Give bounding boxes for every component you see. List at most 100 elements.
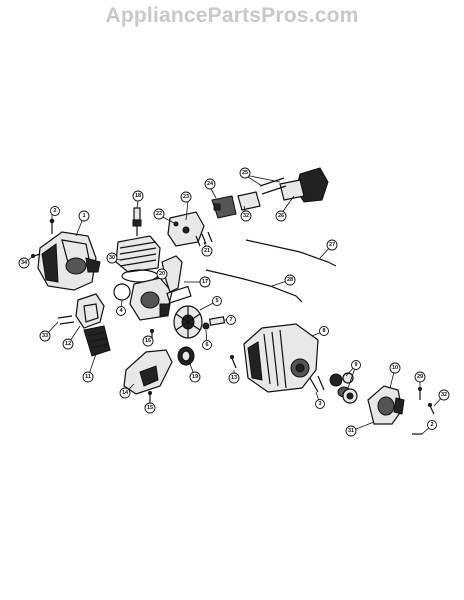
- svg-text:17: 17: [202, 279, 208, 285]
- o-ring: [113, 283, 131, 301]
- svg-text:27: 27: [329, 242, 335, 248]
- svg-text:32: 32: [243, 213, 249, 219]
- site-watermark: AppliancePartsPros.com: [105, 4, 359, 27]
- screw-15: [148, 391, 152, 402]
- callout-1: 1: [78, 210, 90, 222]
- svg-text:5: 5: [215, 298, 218, 304]
- screw-2: [49, 218, 55, 234]
- svg-text:8: 8: [322, 328, 325, 334]
- callout-23: 23: [180, 191, 192, 203]
- crankshaft-rod: [161, 255, 192, 304]
- callout-34: 34: [18, 257, 30, 269]
- svg-text:2: 2: [53, 208, 56, 214]
- callout-31: 31: [345, 425, 357, 437]
- screws-3: [309, 375, 325, 393]
- svg-text:12: 12: [65, 341, 71, 347]
- screw-13: [230, 355, 237, 369]
- air-filter: [83, 325, 111, 357]
- callout-25: 25: [239, 167, 251, 179]
- callout-2-right: 2: [427, 420, 437, 430]
- callout-29: 29: [414, 371, 426, 383]
- throttle-cable: [245, 239, 337, 267]
- svg-text:19: 19: [192, 374, 198, 380]
- svg-text:29: 29: [417, 374, 423, 380]
- screw-22: [173, 221, 179, 227]
- spark-plug: [132, 207, 142, 236]
- svg-text:1: 1: [82, 213, 85, 219]
- callout-24: 24: [204, 178, 216, 190]
- svg-text:26: 26: [278, 213, 284, 219]
- callout-21: 21: [201, 245, 213, 257]
- callout-15: 15: [144, 402, 156, 414]
- callout-6: 6: [202, 340, 212, 350]
- callout-27: 27: [326, 239, 338, 251]
- svg-text:14: 14: [122, 390, 129, 396]
- svg-text:23: 23: [183, 194, 189, 200]
- callout-5: 5: [212, 296, 222, 306]
- filter-bracket: [75, 293, 105, 329]
- callout-8: 8: [319, 326, 329, 336]
- svg-text:10: 10: [392, 365, 398, 371]
- svg-text:11: 11: [85, 374, 91, 380]
- screws-21: [195, 231, 213, 247]
- callout-3: 3: [315, 399, 325, 409]
- cylinder: [115, 235, 161, 273]
- svg-text:32: 32: [441, 392, 447, 398]
- callout-32-right: 32: [438, 389, 450, 401]
- screw-34: [30, 253, 41, 259]
- callout-12: 12: [62, 338, 74, 350]
- svg-text:30: 30: [109, 255, 115, 261]
- svg-text:21: 21: [204, 248, 210, 254]
- svg-text:18: 18: [135, 193, 141, 199]
- callout-20: 20: [156, 268, 168, 280]
- svg-text:3: 3: [318, 401, 321, 407]
- svg-text:20: 20: [159, 271, 165, 277]
- callout-13: 13: [228, 372, 240, 384]
- callout-17: 17: [199, 276, 211, 288]
- intake-spacer: [237, 191, 261, 211]
- svg-text:25: 25: [242, 170, 248, 176]
- flywheel: [173, 305, 203, 339]
- crankcase: [129, 277, 173, 321]
- clutch: [177, 346, 195, 366]
- svg-text:33: 33: [42, 333, 48, 339]
- callout-22: 22: [153, 208, 165, 220]
- callout-19: 19: [189, 371, 201, 383]
- callout-7: 7: [226, 315, 236, 325]
- svg-text:9: 9: [354, 362, 357, 368]
- svg-text:28: 28: [287, 277, 293, 283]
- svg-text:7: 7: [229, 317, 232, 323]
- carburetor: [211, 195, 237, 219]
- svg-text:13: 13: [231, 375, 237, 381]
- callout-14: 14: [119, 387, 131, 399]
- callout-30: 30: [106, 252, 118, 264]
- callout-33: 33: [39, 330, 51, 342]
- engine-housing: [243, 323, 319, 393]
- svg-text:4: 4: [119, 308, 123, 314]
- callout-18: 18: [132, 190, 144, 202]
- svg-text:22: 22: [156, 211, 162, 217]
- screw-32: [428, 403, 435, 415]
- recoil-starter: [367, 385, 405, 425]
- svg-text:6: 6: [205, 342, 208, 348]
- svg-text:24: 24: [207, 181, 214, 187]
- muffler: [279, 167, 329, 203]
- callout-16: 16: [142, 335, 154, 347]
- callout-26: 26: [275, 210, 287, 222]
- callout-28: 28: [284, 274, 296, 286]
- svg-text:31: 31: [348, 428, 354, 434]
- stop-wire: [205, 269, 303, 303]
- callout-2-left: 2: [50, 206, 60, 216]
- flywheel-key: [208, 316, 226, 326]
- screw-pair-33: [57, 315, 75, 325]
- bottom-shroud: [123, 349, 173, 395]
- svg-text:34: 34: [21, 260, 28, 266]
- svg-text:15: 15: [147, 405, 153, 411]
- screw-29: [418, 387, 422, 400]
- callout-11: 11: [82, 371, 94, 383]
- spring-disc: [342, 388, 358, 404]
- callout-32: 32: [240, 210, 252, 222]
- callout-10: 10: [389, 362, 401, 374]
- air-filter-cover: [37, 231, 101, 291]
